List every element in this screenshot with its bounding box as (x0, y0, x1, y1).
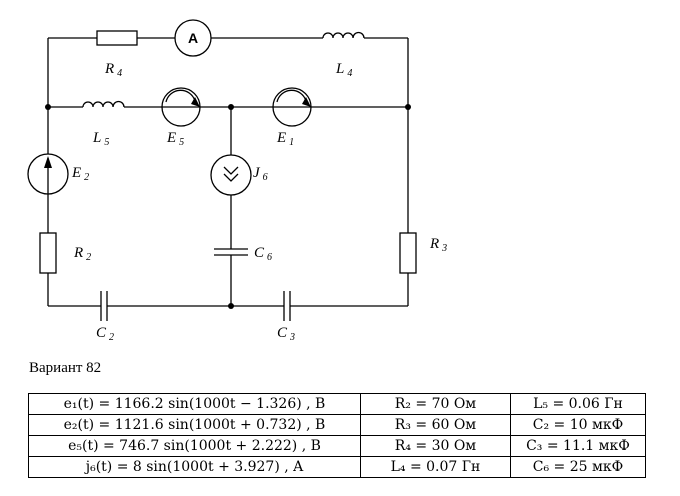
ammeter-label: A (188, 30, 198, 46)
source-e1-arc (276, 89, 307, 103)
junction-left-middle (45, 104, 51, 110)
resistor-r4 (96, 30, 138, 46)
table-cell: L₄ = 0.07 Гн (360, 456, 511, 478)
variant-title: Вариант 82 (29, 360, 102, 376)
table-cell: L₅ = 0.06 Гн (510, 393, 646, 415)
table-cell: e₁(t) = 1166.2 sin(1000t − 1.326) , B (28, 393, 361, 415)
table-cell: C₆ = 25 мкФ (510, 456, 646, 478)
table-row: e₁(t) = 1166.2 sin(1000t − 1.326) , B R₂… (28, 393, 646, 415)
ammeter (174, 19, 212, 57)
current-source-j6-chevron-1 (223, 166, 239, 175)
table-cell: C₂ = 10 мкФ (510, 414, 646, 436)
table-cell: j₆(t) = 8 sin(1000t + 3.927) , A (28, 456, 361, 478)
table-cell: R₂ = 70 Ом (360, 393, 511, 415)
source-e1-arrowhead (302, 97, 311, 107)
resistor-r2 (39, 232, 57, 274)
junction-center-bottom (228, 303, 234, 309)
table-row: e₅(t) = 746.7 sin(1000t + 2.222) , B R₄ … (28, 435, 646, 457)
table-cell: R₄ = 30 Ом (360, 435, 511, 457)
table-cell: C₃ = 11.1 мкФ (510, 435, 646, 457)
table-cell: e₅(t) = 746.7 sin(1000t + 2.222) , B (28, 435, 361, 457)
table-cell: e₂(t) = 1121.6 sin(1000t + 0.732) , B (28, 414, 361, 436)
resistor-r3 (399, 232, 417, 274)
table-row: e₂(t) = 1121.6 sin(1000t + 0.732) , B R₃… (28, 414, 646, 436)
table-cell: R₃ = 60 Ом (360, 414, 511, 436)
source-e5-arc (165, 89, 196, 103)
junction-right-middle (405, 104, 411, 110)
inductor-l4 (322, 31, 365, 39)
parameters-table: e₁(t) = 1166.2 sin(1000t − 1.326) , B R₂… (28, 393, 646, 478)
junction-center-top (228, 104, 234, 110)
current-source-j6-chevron-2 (223, 173, 239, 182)
current-source-j6 (210, 154, 252, 196)
source-e5-arrowhead (191, 97, 200, 107)
inductor-l5 (82, 100, 125, 108)
table-row: j₆(t) = 8 sin(1000t + 3.927) , A L₄ = 0.… (28, 456, 646, 478)
source-e2-arrowhead (44, 156, 52, 168)
